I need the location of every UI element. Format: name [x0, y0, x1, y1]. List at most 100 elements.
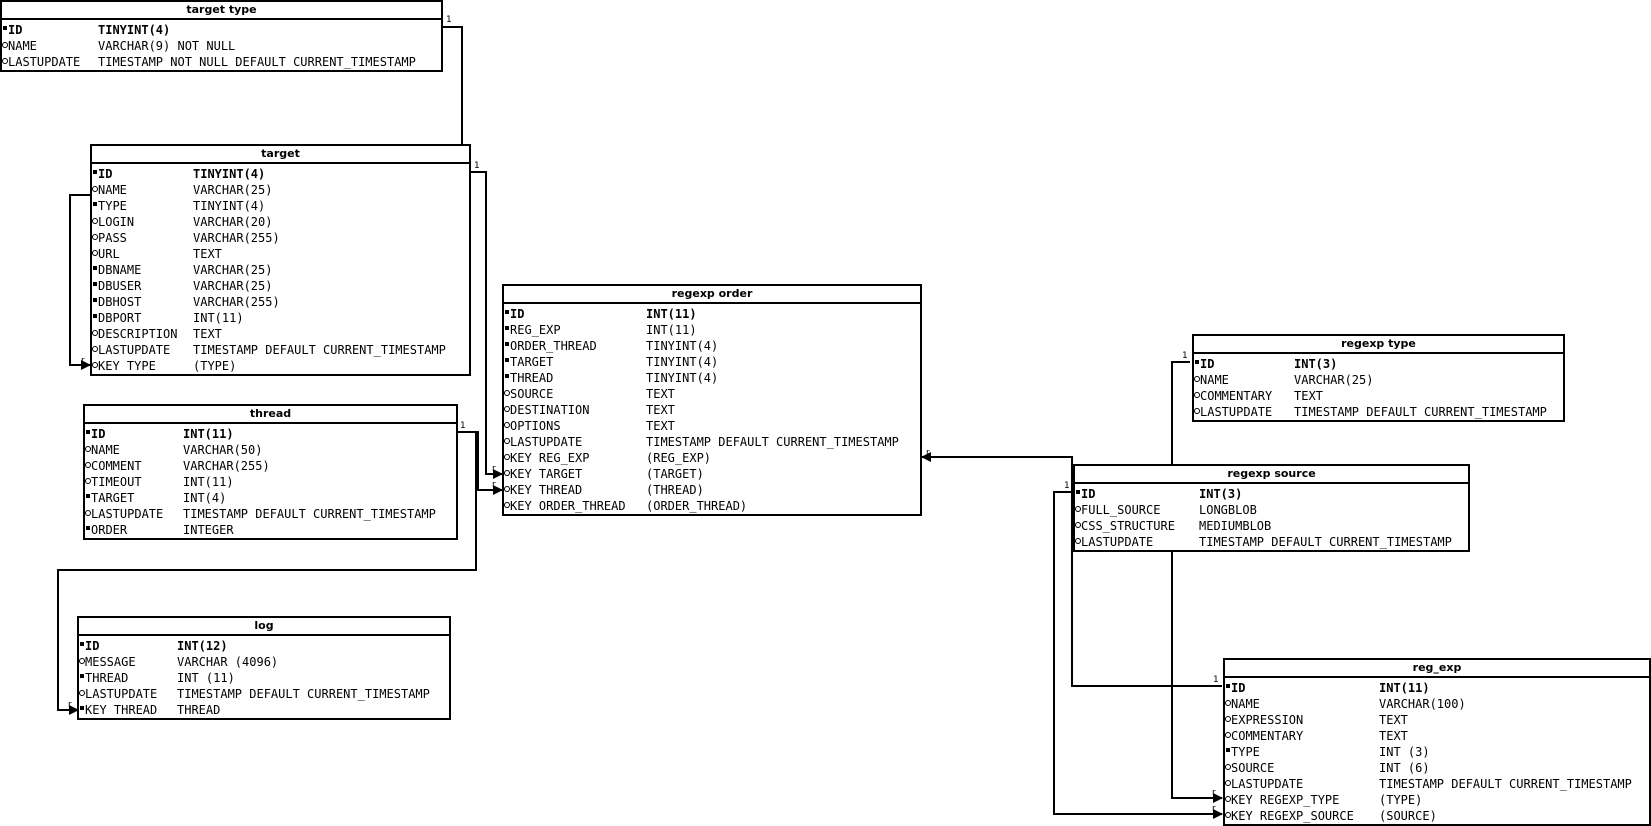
key-marker-icon [85, 426, 91, 442]
column-name: NAME [98, 183, 127, 197]
column-type: INT(11) [193, 311, 244, 325]
column-type: TIMESTAMP DEFAULT CURRENT_TIMESTAMP [177, 687, 430, 701]
column-name: CSS_STRUCTURE [1081, 519, 1175, 533]
table-title: regexp source [1075, 466, 1468, 484]
column-type: INT(11) [183, 427, 234, 441]
column-name: SOURCE [510, 387, 554, 401]
key-marker-icon [1194, 356, 1200, 372]
column-name: TARGET [91, 491, 135, 505]
column-name: ID [510, 307, 525, 321]
column-name: LASTUPDATE [91, 507, 164, 521]
column-marker-icon [504, 450, 510, 466]
column-type: INT(11) [1379, 681, 1430, 695]
rel-target-to-regexp-order [470, 171, 503, 479]
column-name: LASTUPDATE [510, 435, 583, 449]
key-marker-icon [92, 262, 98, 278]
column-name: ID [8, 23, 23, 37]
column-name: EXPRESSION [1231, 713, 1304, 727]
column-name: KEY THREAD [85, 703, 158, 717]
column-name: OPTIONS [510, 419, 561, 433]
column-marker-icon [504, 402, 510, 418]
key-marker-icon [504, 338, 510, 354]
column-marker-icon [1075, 534, 1081, 550]
column-name: KEY THREAD [510, 483, 583, 497]
column-name: FULL_SOURCE [1081, 503, 1161, 517]
column-type: INT(4) [183, 491, 227, 505]
column-name: SOURCE [1231, 761, 1275, 775]
rel-thread-to-regexp-order [458, 431, 503, 495]
column-marker-icon [504, 434, 510, 450]
column-name: KEY REGEXP_SOURCE [1231, 809, 1354, 823]
column-name: KEY TYPE [98, 359, 156, 373]
column-marker-icon [92, 182, 98, 198]
key-marker-icon [85, 522, 91, 538]
key-marker-icon [504, 306, 510, 322]
cardinality-many-label: r [492, 480, 496, 490]
column-name: KEY ORDER_THREAD [510, 499, 626, 513]
column-marker-icon [79, 686, 85, 702]
column-name: KEY REG_EXP [510, 451, 590, 465]
cardinality-one-label: 1 [1213, 675, 1219, 685]
column-name: ID [85, 639, 100, 653]
cardinality-one-label: 1 [460, 421, 466, 431]
column-type: TINYINT(4) [646, 355, 719, 369]
column-type: TIMESTAMP DEFAULT CURRENT_TIMESTAMP [1379, 777, 1632, 791]
column-name: NAME [1231, 697, 1260, 711]
key-marker-icon [92, 294, 98, 310]
table-title: thread [85, 406, 456, 424]
table-title: regexp type [1194, 336, 1563, 354]
column-marker-icon [504, 466, 510, 482]
column-name: COMMENTARY [1231, 729, 1304, 743]
table-title: reg_exp [1225, 660, 1649, 678]
column-type: TINYINT(4) [193, 199, 266, 213]
key-marker-icon [92, 278, 98, 294]
column-name: LASTUPDATE [1231, 777, 1304, 791]
column-name: DESTINATION [510, 403, 590, 417]
column-row: KEY THREAD(THREAD) [504, 482, 920, 498]
column-type: TINYINT(4) [646, 339, 719, 353]
column-type: VARCHAR(25) [1294, 373, 1374, 387]
column-marker-icon [79, 654, 85, 670]
column-marker-icon [1225, 792, 1231, 808]
column-marker-icon [1075, 502, 1081, 518]
column-name: LASTUPDATE [8, 55, 81, 69]
column-name: PASS [98, 231, 127, 245]
table-title: regexp order [504, 286, 920, 304]
column-name: COMMENT [91, 459, 142, 473]
column-type: (TYPE) [1379, 793, 1423, 807]
column-type: INT(11) [646, 323, 697, 337]
column-type: TINYINT(4) [193, 167, 266, 181]
cardinality-one-label: 1 [446, 15, 452, 25]
key-marker-icon [92, 198, 98, 214]
